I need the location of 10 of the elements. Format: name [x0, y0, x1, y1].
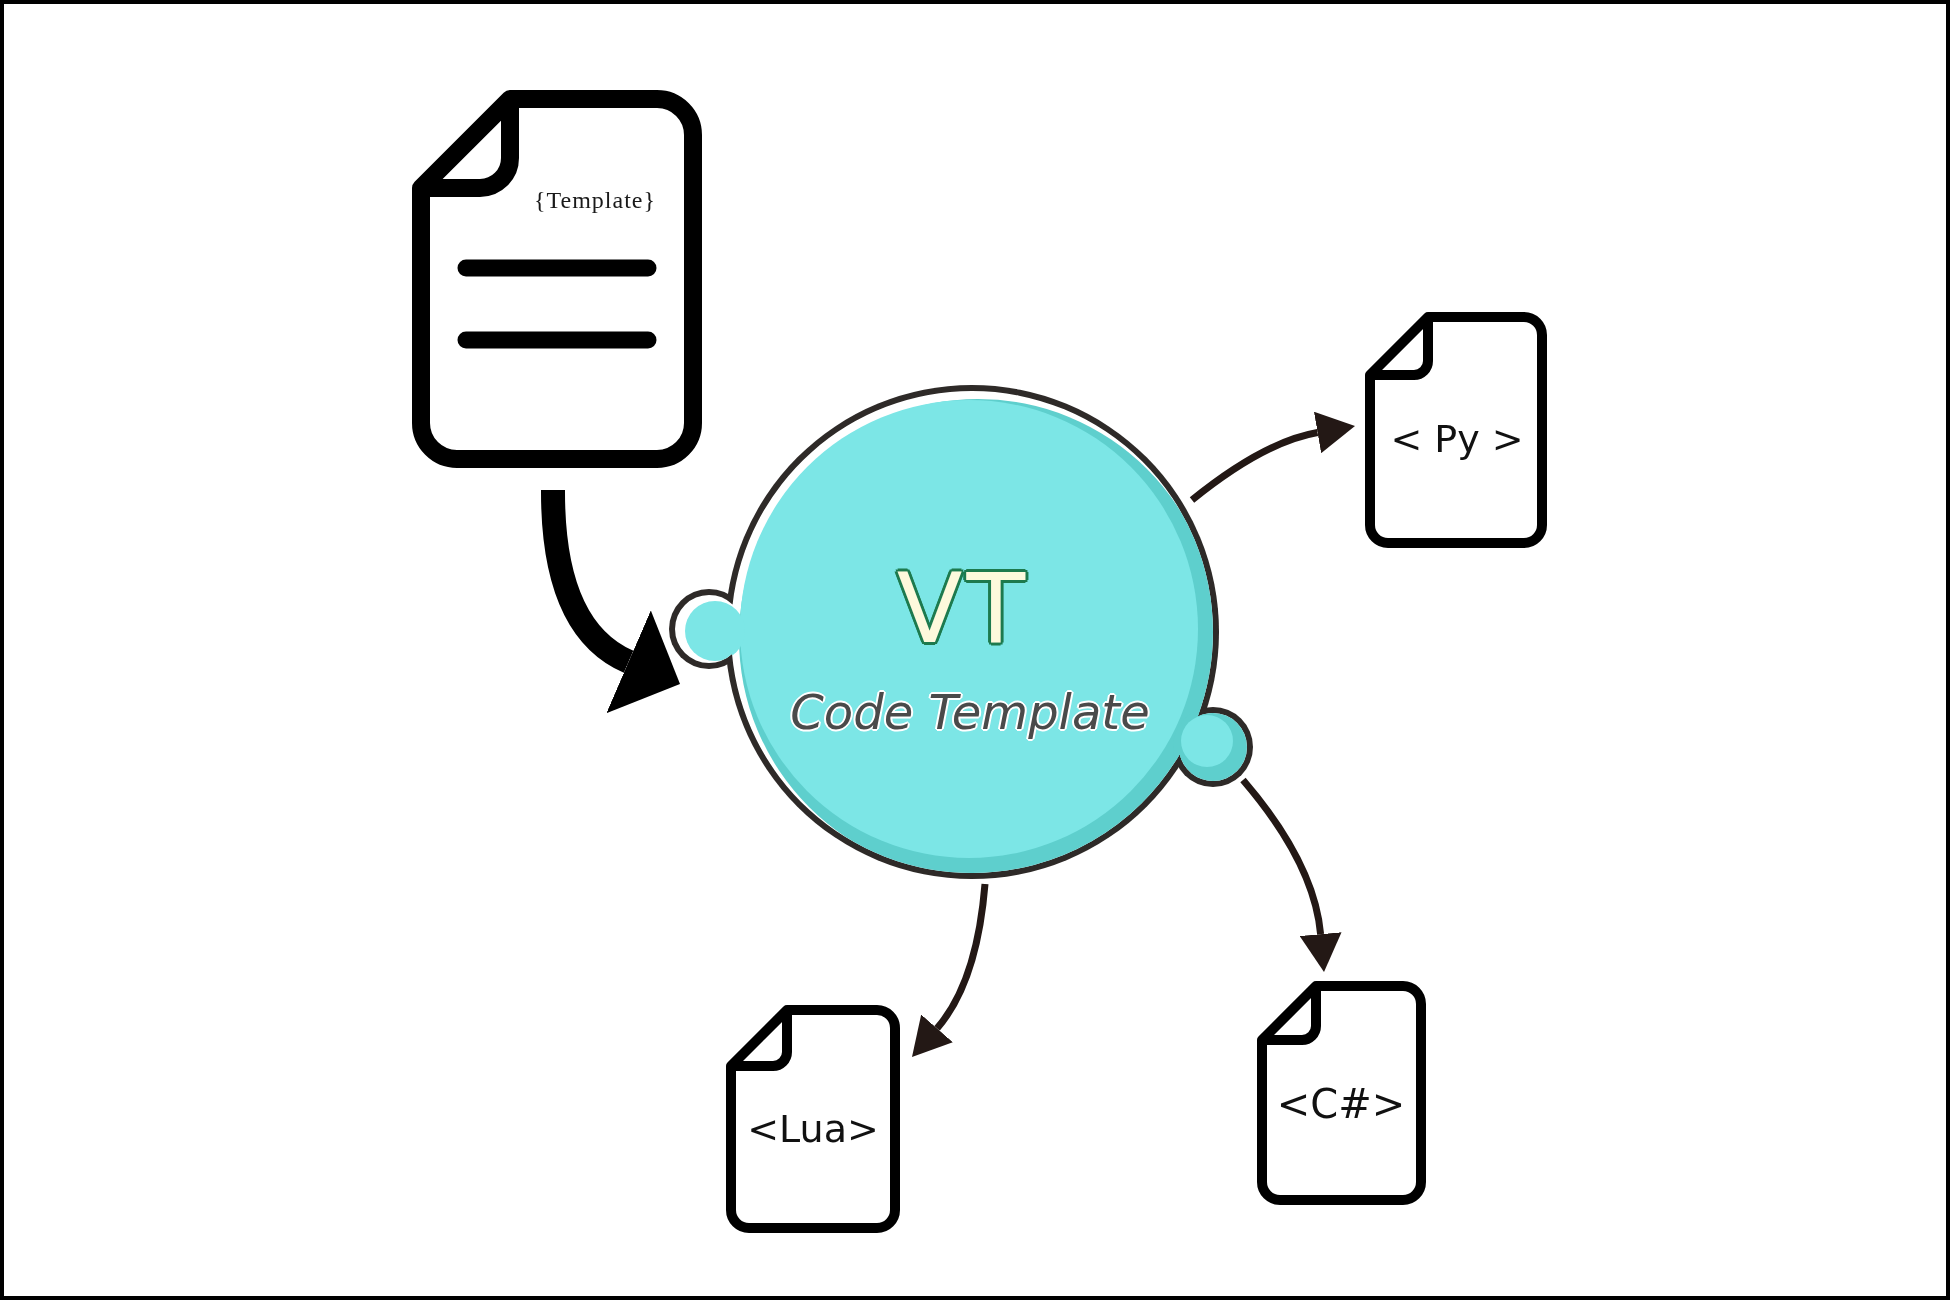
curved-arrow	[1189, 411, 1355, 503]
curved-arrow	[1240, 777, 1342, 972]
file-label: <Lua>	[747, 1109, 879, 1151]
document-label: {Template}	[534, 186, 656, 214]
curved-arrow	[541, 489, 679, 712]
title-text: VT	[896, 557, 1030, 663]
subtitle-text: Code Template	[790, 685, 1150, 739]
curved-arrow	[913, 883, 989, 1058]
file-label: < Py >	[1390, 419, 1524, 461]
file-label: <C#>	[1276, 1082, 1406, 1126]
